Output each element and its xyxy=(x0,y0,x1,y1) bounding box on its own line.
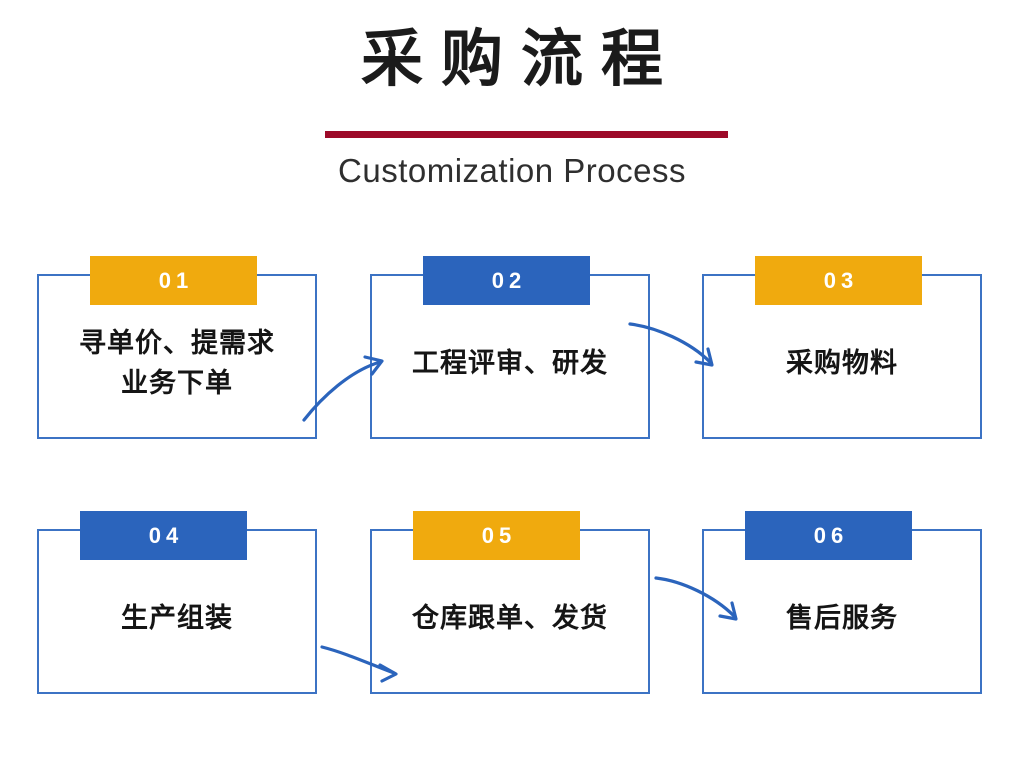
step-number-badge: 01 xyxy=(90,256,257,305)
step-number-badge: 02 xyxy=(423,256,590,305)
step-label-line-1: 工程评审、研发 xyxy=(412,347,608,379)
process-step-01[interactable]: 寻单价、提需求 业务下单 01 xyxy=(37,256,321,443)
step-label-line-1: 寻单价、提需求 xyxy=(79,328,275,360)
process-step-02[interactable]: 工程评审、研发 02 xyxy=(370,256,654,443)
step-label: 售后服务 xyxy=(706,529,978,694)
step-label-line-1: 售后服务 xyxy=(786,602,898,634)
step-label: 采购物料 xyxy=(706,274,978,439)
step-label: 仓库跟单、发货 xyxy=(374,529,646,694)
step-label: 工程评审、研发 xyxy=(374,274,646,439)
step-number-badge: 04 xyxy=(80,511,247,560)
process-step-04[interactable]: 生产组装 04 xyxy=(37,511,321,698)
page-title: 采购流程 xyxy=(360,22,681,95)
process-step-06[interactable]: 售后服务 06 xyxy=(702,511,986,698)
step-label: 寻单价、提需求 业务下单 xyxy=(41,274,313,439)
title-divider xyxy=(325,131,728,138)
step-number-badge: 05 xyxy=(413,511,580,560)
step-number-badge: 06 xyxy=(745,511,912,560)
page-subtitle: Customization Process xyxy=(338,152,686,189)
header: 采购流程 Customization Process xyxy=(0,0,1024,210)
step-label-line-1: 仓库跟单、发货 xyxy=(412,602,608,634)
step-label-line-1: 采购物料 xyxy=(786,347,898,379)
step-number-badge: 03 xyxy=(755,256,922,305)
process-step-05[interactable]: 仓库跟单、发货 05 xyxy=(370,511,654,698)
process-step-03[interactable]: 采购物料 03 xyxy=(702,256,986,443)
step-label-line-1: 生产组装 xyxy=(121,602,233,634)
step-label-line-2: 业务下单 xyxy=(121,367,233,399)
step-label: 生产组装 xyxy=(41,529,313,694)
